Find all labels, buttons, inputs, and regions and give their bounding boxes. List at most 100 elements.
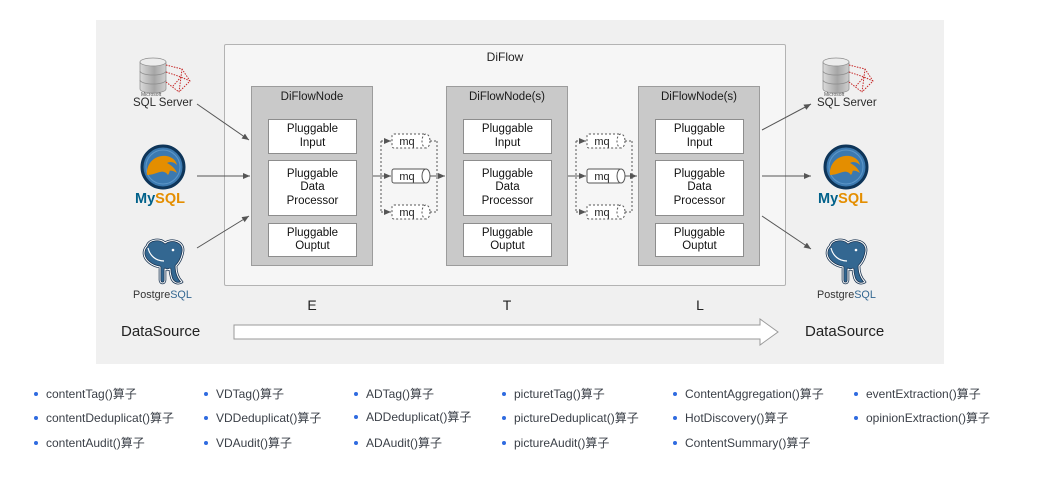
mysql-icon: MySQL (135, 144, 186, 207)
slot-label-line: Pluggable (481, 123, 534, 135)
list-item: VDDeduplicat()算子 (204, 410, 321, 426)
dolphin-icon (146, 155, 177, 175)
list-bullet (502, 392, 506, 396)
slot-label-line: Pluggable (673, 167, 726, 180)
logo-name-text: SQL Server (133, 97, 193, 109)
list-item: pictureDeduplicat()算子 (502, 410, 639, 426)
diflow-node-load: DiFlowNode(s) Pluggable Input Pluggable … (638, 86, 760, 266)
list-item: eventExtraction()算子 (854, 386, 981, 402)
list-bullet (34, 392, 38, 396)
operator-label: ContentSummary()算子 (685, 436, 811, 450)
diflow-title: DiFlow (486, 50, 524, 64)
operator-label: HotDiscovery()算子 (685, 411, 789, 425)
pluggable-input-box: Pluggable Input (655, 119, 744, 154)
list-bullet (34, 441, 38, 445)
list-item: contentTag()算子 (34, 386, 137, 402)
logo-name-part: SQL (838, 191, 868, 207)
pluggable-processor-box: Pluggable Data Processor (463, 160, 552, 216)
list-bullet (354, 441, 358, 445)
list-bullet (673, 416, 677, 420)
list-bullet (502, 441, 506, 445)
diflow-node-transform: DiFlowNode(s) Pluggable Input Pluggable … (446, 86, 568, 266)
logo-name-part: SQL (155, 191, 185, 207)
elephant-icon (142, 238, 185, 285)
operator-label: ContentAggregation()算子 (685, 387, 824, 401)
dolphin-icon (829, 155, 860, 175)
slot-label-line: Processor (481, 194, 534, 207)
postgresql-icon: PostgreSQL (133, 238, 192, 301)
logo-name-text: PostgreSQL (817, 289, 876, 301)
logo-name-part: Postgre (133, 289, 170, 301)
list-item: ADTag()算子 (354, 386, 434, 402)
list-bullet (854, 416, 858, 420)
list-bullet (204, 392, 208, 396)
list-item: VDTag()算子 (204, 386, 284, 402)
operator-label: VDAudit()算子 (216, 436, 293, 450)
node-title: DiFlowNode (280, 91, 344, 103)
stage-label-extract: E (307, 297, 317, 313)
list-item: opinionExtraction()算子 (854, 410, 990, 426)
slot-label-line: Pluggable (673, 123, 726, 135)
target-datasource-label: DataSource (805, 323, 885, 340)
database-stack-icon (822, 57, 850, 94)
slot-label-line: Input (299, 136, 326, 149)
logo-name-part: My (818, 191, 838, 207)
operator-label: ADDeduplicat()算子 (366, 410, 472, 424)
list-bullet (34, 416, 38, 420)
operator-label: opinionExtraction()算子 (866, 411, 991, 425)
source-datasource-label: DataSource (121, 323, 201, 340)
logo-brand-text: Microsoft (824, 92, 845, 98)
list-bullet (673, 392, 677, 396)
list-item: contentDeduplicat()算子 (34, 410, 174, 426)
pluggable-output-box: Pluggable Ouptut (463, 223, 552, 257)
stage-label-transform: T (502, 297, 512, 313)
slot-label-line: Data (300, 181, 325, 194)
logo-brand-text: Microsoft (141, 92, 162, 98)
list-item: HotDiscovery()算子 (673, 410, 788, 426)
slot-label-line: Ouptut (295, 240, 330, 252)
logo-name-part: Postgre (817, 289, 854, 301)
pluggable-input-box: Pluggable Input (268, 119, 357, 154)
operator-label: contentDeduplicat()算子 (46, 411, 175, 425)
pluggable-output-box: Pluggable Ouptut (268, 223, 357, 257)
operator-label: picturetTag()算子 (514, 387, 605, 401)
slot-label-line: Pluggable (286, 167, 339, 180)
list-item: pictureAudit()算子 (502, 435, 609, 451)
list-item: ADAudit()算子 (354, 435, 442, 451)
pluggable-output-box: Pluggable Ouptut (655, 223, 744, 257)
sqlserver-icon: Microsoft SQL Server (133, 57, 193, 109)
list-bullet (502, 416, 506, 420)
list-item: VDAudit()算子 (204, 435, 292, 451)
slot-label-line: Ouptut (682, 240, 717, 252)
sqlserver-icon: Microsoft SQL Server (817, 57, 877, 109)
slot-label-line: Pluggable (286, 226, 339, 239)
slot-label-line: Pluggable (481, 226, 534, 239)
operator-label: eventExtraction()算子 (866, 387, 981, 401)
slot-label-line: Processor (673, 194, 726, 207)
slot-label-line: Processor (286, 194, 339, 207)
logo-name-part: SQL (854, 289, 876, 301)
logo-name-part: My (135, 191, 155, 207)
mysql-icon: MySQL (818, 144, 869, 207)
operator-label: pictureDeduplicat()算子 (514, 411, 639, 425)
slot-label-line: Data (495, 181, 520, 194)
operator-label: VDDeduplicat()算子 (216, 411, 322, 425)
sqlserver-mesh-icon (165, 64, 191, 93)
pluggable-processor-box: Pluggable Data Processor (268, 160, 357, 216)
operator-label: VDTag()算子 (216, 387, 285, 401)
list-bullet (204, 416, 208, 420)
list-bullet (354, 415, 358, 419)
slot-label-line: Pluggable (286, 123, 339, 135)
node-title: DiFlowNode(s) (468, 91, 546, 103)
pluggable-processor-box: Pluggable Data Processor (655, 160, 744, 216)
sqlserver-mesh-icon (848, 64, 874, 93)
list-item: contentAudit()算子 (34, 435, 145, 451)
node-title: DiFlowNode(s) (660, 91, 738, 103)
stage-label-load: L (696, 297, 704, 313)
logo-name-part: SQL (170, 289, 192, 301)
list-item: ContentAggregation()算子 (673, 386, 824, 402)
slot-label-line: Ouptut (490, 240, 525, 252)
slot-label-line: Data (687, 181, 712, 194)
list-bullet (354, 392, 358, 396)
list-bullet (854, 392, 858, 396)
